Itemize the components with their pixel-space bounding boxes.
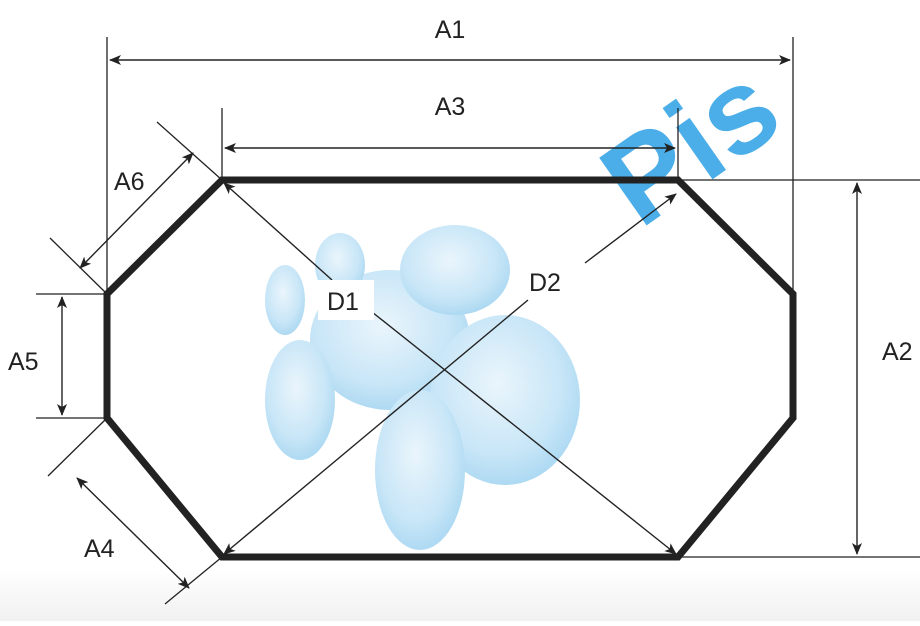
label-d1: D1 [327, 288, 359, 316]
dim-line-a6 [79, 152, 194, 269]
label-a6: A6 [114, 168, 145, 196]
watermark-text: Pis [578, 38, 802, 251]
label-a5: A5 [8, 348, 39, 376]
label-a2: A2 [882, 338, 913, 366]
floor-fade [0, 568, 920, 621]
d2-label-bg [524, 262, 580, 298]
dim-line-d1-upper [223, 182, 333, 281]
label-a1: A1 [435, 16, 466, 44]
label-a4: A4 [84, 535, 115, 563]
droplets-watermark [265, 225, 580, 550]
extension-lines [36, 37, 920, 605]
dim-line-d2-lower [223, 299, 529, 555]
dim-line-d2-upper [584, 193, 677, 264]
dim-line-a4 [76, 477, 190, 589]
label-d2: D2 [529, 269, 561, 297]
label-a3: A3 [435, 93, 466, 121]
d1-label-bg [318, 280, 374, 320]
dim-line-d1-lower [371, 311, 677, 555]
octagon-outline [103, 176, 797, 561]
dimension-lines [57, 55, 862, 589]
watermark-letters: Pis [578, 38, 802, 251]
